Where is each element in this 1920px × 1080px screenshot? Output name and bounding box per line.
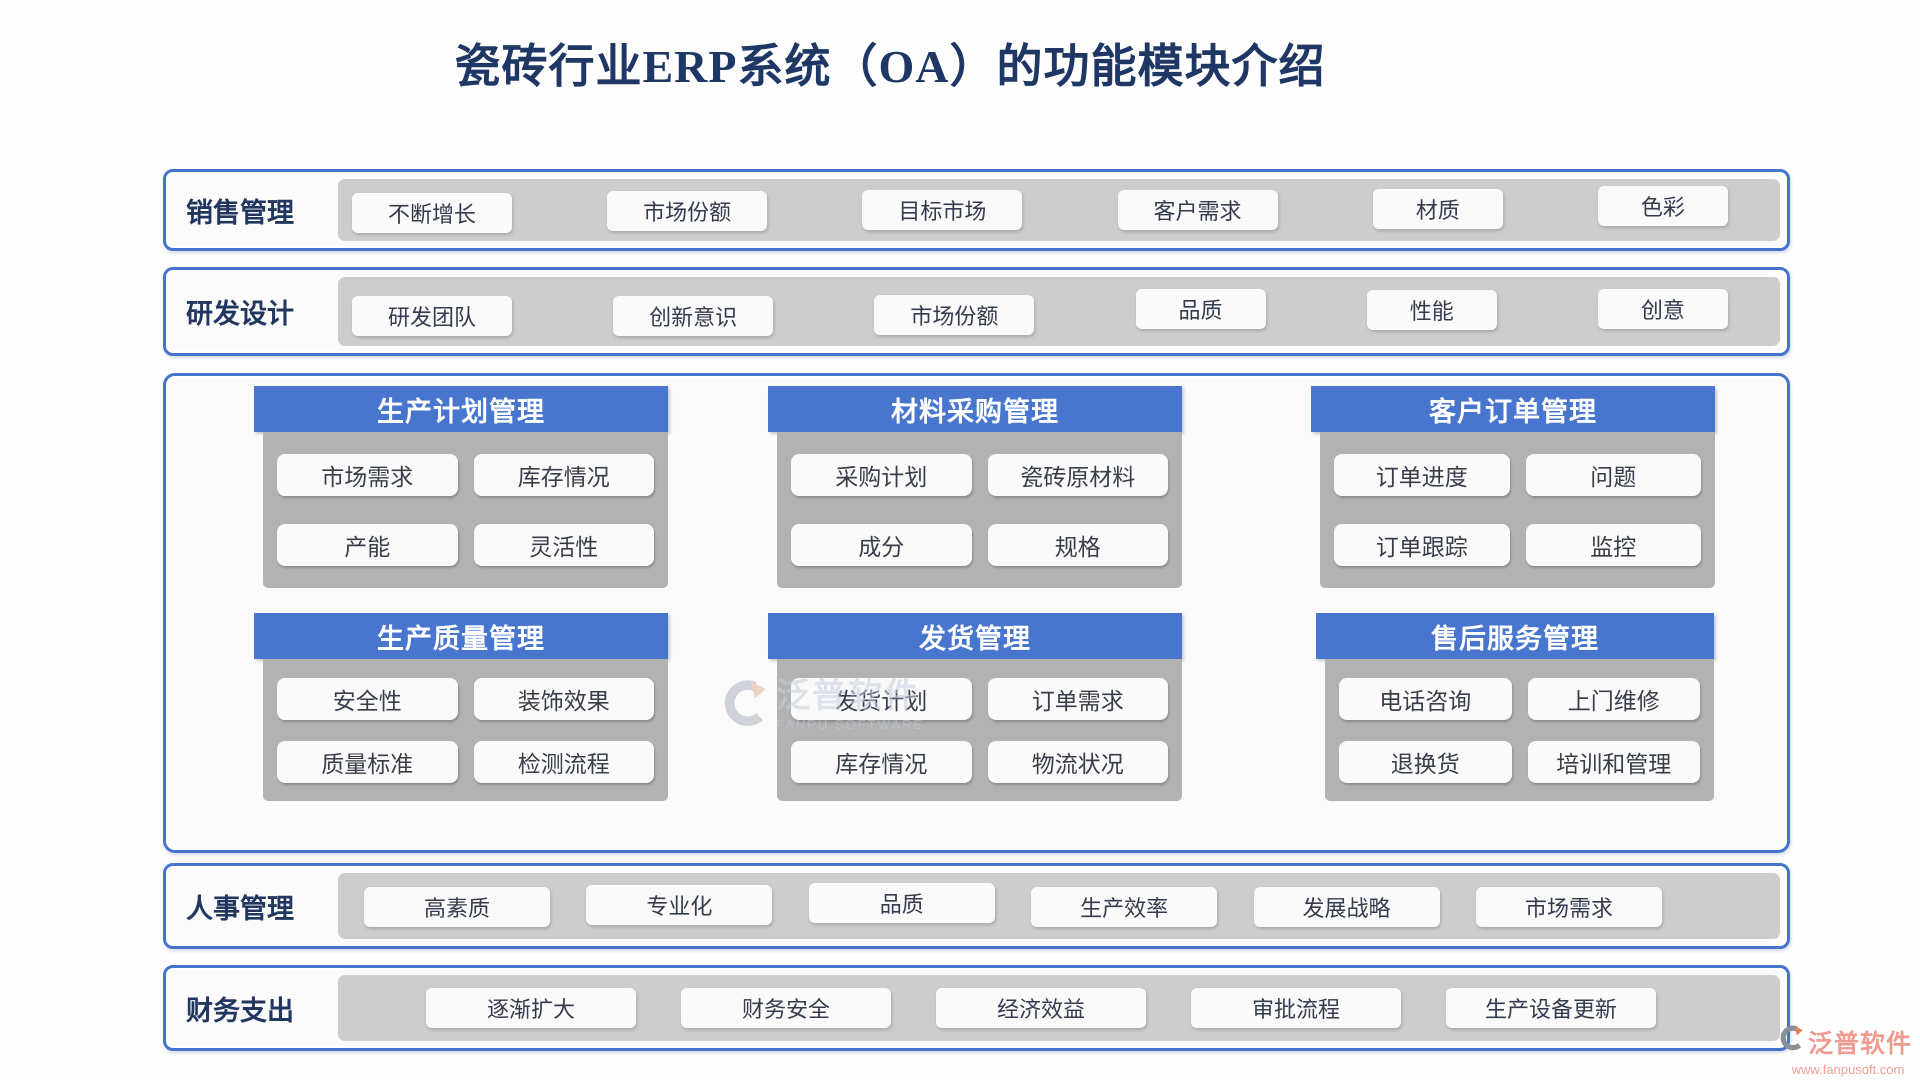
chip: 生产效率 — [1031, 887, 1218, 927]
chip: 经济效益 — [936, 988, 1146, 1028]
chip: 装饰效果 — [473, 677, 654, 720]
row-label-finance: 财务支出 — [186, 995, 294, 1026]
chip: 订单需求 — [987, 677, 1168, 720]
chip: 财务安全 — [681, 988, 891, 1028]
row-label-rd: 研发设计 — [186, 299, 294, 329]
row-sales-management: 销售管理 不断增长 市场份额 目标市场 客户需求 材质 色彩 — [163, 169, 1790, 251]
chip: 市场份额 — [874, 294, 1035, 335]
chip: 研发团队 — [352, 295, 512, 336]
card-customer-orders: 客户订单管理 订单进度 问题 订单跟踪 监控 — [1311, 386, 1715, 588]
chip: 订单进度 — [1334, 454, 1510, 496]
card-header: 生产质量管理 — [254, 613, 668, 659]
chip: 问题 — [1525, 454, 1701, 496]
chip: 规格 — [987, 524, 1168, 566]
card-header: 材料采购管理 — [768, 386, 1182, 432]
chip: 高素质 — [364, 887, 550, 927]
chip: 市场需求 — [277, 454, 458, 496]
row-label-sales: 销售管理 — [186, 197, 294, 228]
card-production-planning: 生产计划管理 市场需求 库存情况 产能 灵活性 — [254, 386, 668, 588]
card-production-quality: 生产质量管理 安全性 装饰效果 质量标准 检测流程 — [254, 613, 668, 801]
row-hr-management: 人事管理 高素质 专业化 品质 生产效率 发展战略 市场需求 — [163, 863, 1790, 949]
chip: 性能 — [1366, 289, 1497, 330]
chip: 发货计划 — [791, 677, 972, 720]
card-header: 生产计划管理 — [254, 386, 668, 432]
modules-container: 生产计划管理 市场需求 库存情况 产能 灵活性 材料采购管理 采购计划 瓷砖原材… — [163, 373, 1790, 853]
card-header: 客户订单管理 — [1311, 386, 1715, 432]
chip: 检测流程 — [473, 740, 654, 783]
chip: 色彩 — [1597, 186, 1728, 226]
chip: 专业化 — [586, 885, 773, 925]
card-after-sales-service: 售后服务管理 电话咨询 上门维修 退换货 培训和管理 — [1316, 613, 1714, 801]
brand-website: www.fanpusoft.com — [1791, 1062, 1905, 1077]
card-header: 发货管理 — [768, 613, 1182, 659]
page-title: 瓷砖行业ERP系统（OA）的功能模块介绍 — [454, 41, 1326, 92]
chip: 材质 — [1372, 189, 1503, 229]
chip: 审批流程 — [1191, 988, 1401, 1028]
chip: 产能 — [277, 524, 458, 566]
card-body: 发货计划 订单需求 库存情况 物流状况 — [777, 659, 1182, 801]
row-rd-design: 研发设计 研发团队 创新意识 市场份额 品质 性能 创意 — [163, 267, 1790, 356]
row-bar-rd: 研发团队 创新意识 市场份额 品质 性能 创意 — [338, 277, 1780, 346]
chip: 创新意识 — [613, 295, 774, 336]
card-body: 市场需求 库存情况 产能 灵活性 — [263, 432, 668, 588]
chip: 采购计划 — [791, 454, 972, 496]
chip: 灵活性 — [473, 524, 654, 566]
chip: 安全性 — [277, 677, 458, 720]
card-material-procurement: 材料采购管理 采购计划 瓷砖原材料 成分 规格 — [768, 386, 1182, 588]
chip: 物流状况 — [987, 740, 1168, 783]
row-label-hr: 人事管理 — [186, 893, 294, 924]
chip: 退换货 — [1339, 740, 1512, 783]
chip: 电话咨询 — [1339, 677, 1512, 720]
chip: 瓷砖原材料 — [987, 454, 1168, 496]
chip: 客户需求 — [1117, 190, 1278, 230]
chip: 市场需求 — [1475, 887, 1662, 927]
fanpu-logo-icon — [1778, 1025, 1804, 1060]
chip: 品质 — [1135, 288, 1266, 329]
row-bar-sales: 不断增长 市场份额 目标市场 客户需求 材质 色彩 — [338, 179, 1780, 241]
card-shipping: 发货管理 发货计划 订单需求 库存情况 物流状况 — [768, 613, 1182, 801]
brand-name: 泛普软件 — [1808, 1031, 1913, 1058]
chip: 库存情况 — [473, 454, 654, 496]
chip: 品质 — [808, 883, 995, 923]
row-bar-hr: 高素质 专业化 品质 生产效率 发展战略 市场需求 — [338, 873, 1780, 939]
chip: 培训和管理 — [1527, 740, 1700, 783]
card-body: 安全性 装饰效果 质量标准 检测流程 — [263, 659, 668, 801]
chip: 监控 — [1525, 524, 1701, 566]
chip: 上门维修 — [1527, 677, 1700, 720]
chip: 订单跟踪 — [1334, 524, 1510, 566]
chip: 目标市场 — [862, 190, 1023, 230]
chip: 市场份额 — [607, 191, 768, 231]
chip: 库存情况 — [791, 740, 972, 783]
card-header: 售后服务管理 — [1316, 613, 1714, 659]
chip: 生产设备更新 — [1446, 988, 1656, 1028]
chip: 成分 — [791, 524, 972, 566]
row-finance-expenditure: 财务支出 逐渐扩大 财务安全 经济效益 审批流程 生产设备更新 — [163, 965, 1790, 1051]
row-bar-finance: 逐渐扩大 财务安全 经济效益 审批流程 生产设备更新 — [338, 975, 1780, 1041]
chip: 逐渐扩大 — [426, 988, 636, 1028]
brand-mark: 泛普软件 www.fanpusoft.com — [1778, 1024, 1918, 1077]
card-body: 采购计划 瓷砖原材料 成分 规格 — [777, 432, 1182, 588]
chip: 不断增长 — [352, 193, 512, 233]
card-body: 电话咨询 上门维修 退换货 培训和管理 — [1325, 659, 1714, 801]
card-body: 订单进度 问题 订单跟踪 监控 — [1320, 432, 1715, 588]
chip: 质量标准 — [277, 740, 458, 783]
chip: 发展战略 — [1253, 887, 1440, 927]
chip: 创意 — [1597, 288, 1728, 329]
